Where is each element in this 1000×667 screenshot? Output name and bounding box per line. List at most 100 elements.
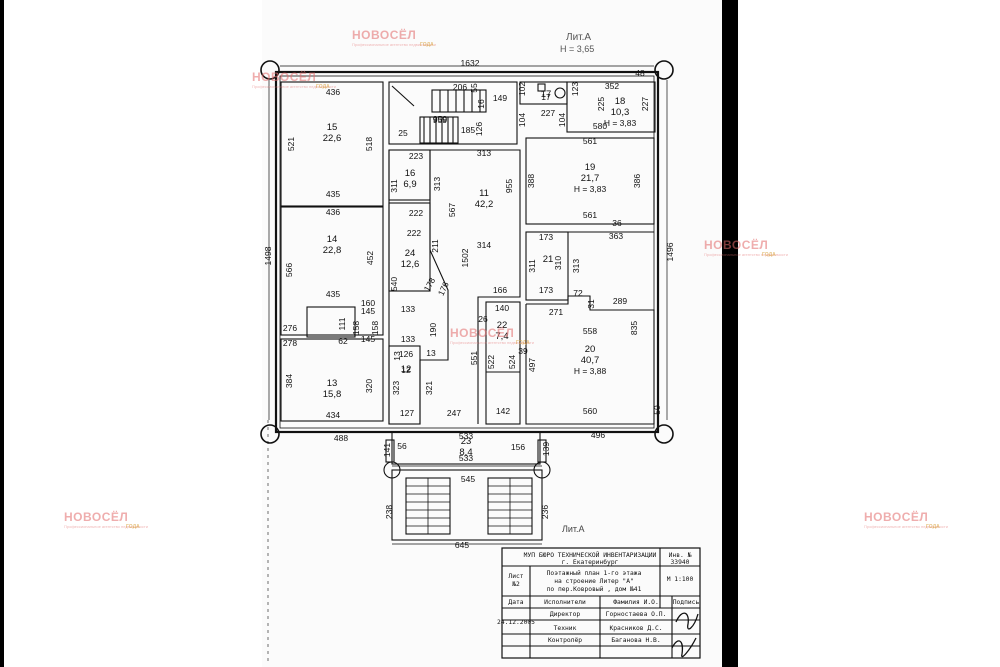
dimension-label: 247 (447, 408, 461, 418)
dimension-label: 48 (635, 68, 645, 78)
room-area: 15,8 (323, 389, 342, 400)
room-number: 19 (585, 162, 596, 173)
dimension-label: 558 (583, 326, 597, 336)
stamp-sheet-value: №2 (512, 581, 520, 588)
stamp-director-name: Горностаева О.П. (606, 611, 667, 618)
dimension-label: 521 (286, 137, 296, 151)
dimension-label: 434 (326, 410, 340, 420)
watermark-tagline: Профессиональное агентство недвижимости (252, 84, 336, 89)
dimension-label: 190 (428, 323, 438, 337)
stamp-control-label: Контролёр (548, 637, 582, 644)
watermark-brand: НОВОСЁЛ (64, 510, 129, 524)
dimension-label: 560 (583, 406, 597, 416)
dimension-label: 158 (370, 321, 380, 335)
dimension-label: 545 (461, 474, 475, 484)
dimension-label: 452 (365, 251, 375, 265)
dimension-label: 158 (351, 321, 361, 335)
dimension-label: 278 (283, 338, 297, 348)
dimension-label: 436 (326, 87, 340, 97)
room-23 (391, 431, 541, 465)
dimension-label: 160 (361, 298, 375, 308)
title-block (501, 547, 701, 659)
dimension-label: 238 (384, 505, 394, 519)
stamp-date-label: Дата (508, 599, 523, 606)
dimension-label: 141 (382, 443, 392, 457)
dimension-label: 566 (284, 263, 294, 277)
room-22 (485, 301, 521, 425)
watermark-badge: ГОДА (926, 524, 940, 530)
dimension-label: 36 (612, 218, 622, 228)
dimension-label: 567 (447, 203, 457, 217)
dimension-label: 227 (640, 97, 650, 111)
header-height: Н = 3,65 (560, 44, 595, 54)
dimension-label: 227 (541, 108, 555, 118)
dimension-label: 561 (583, 136, 597, 146)
room-14 (280, 206, 384, 336)
room-number: 16 (405, 168, 416, 179)
stamp-fio-label: Фамилия И.О. (613, 599, 659, 606)
dimension-label: 185 (461, 125, 475, 135)
dimension-label: 276 (283, 323, 297, 333)
dimension-label: 497 (527, 358, 537, 372)
dimension-label: 139 (541, 442, 551, 456)
room-area: 8,4 (459, 447, 472, 458)
stamp-org: МУП БЮРО ТЕХНИЧЕСКОЙ ИНВЕНТАРИЗАЦИИ (524, 550, 657, 559)
dimension-label: 142 (496, 406, 510, 416)
dimension-label: 313 (477, 148, 491, 158)
room-number: 22 (497, 320, 508, 331)
dimension-label: 580 (593, 121, 607, 131)
dimension-label: 145 (361, 334, 375, 344)
watermark-brand: НОВОСЁЛ (252, 70, 317, 84)
watermark-brand: НОВОСЁЛ (450, 326, 515, 340)
dimension-label: 311 (527, 259, 537, 273)
watermark-badge: ГОДА (762, 252, 776, 258)
room-number: 24 (405, 248, 416, 259)
dimension-label: 156 (511, 442, 525, 452)
dimension-label: 533 (459, 431, 473, 441)
dimension-label: 225 (596, 97, 606, 111)
left-black-margin (0, 0, 4, 667)
room-area: 7,4 (495, 331, 508, 342)
room-number: 20 (585, 344, 596, 355)
watermark-tagline: Профессиональное агентство недвижимости (704, 252, 788, 257)
dimension-label: 223 (409, 151, 423, 161)
dimension-label: 313 (432, 177, 442, 191)
dimension-label: 127 (400, 408, 414, 418)
dimension-label: 310 (553, 256, 563, 270)
stamp-control-name: Баганова Н.В. (611, 637, 660, 644)
dimension-label: 55 (469, 83, 479, 93)
dimension-label: 363 (609, 231, 623, 241)
dimension-label: 176 (436, 280, 451, 297)
room-11-wall (430, 149, 521, 424)
dimension-label: 271 (549, 307, 563, 317)
dimension-label: 533 (459, 453, 473, 463)
dimension-label: 56 (397, 441, 407, 451)
dimension-label: 31 (586, 299, 596, 309)
stamp-scale: М 1:100 (667, 576, 694, 583)
dimension-label: 386 (632, 174, 642, 188)
dimension-label: 311 (389, 179, 399, 193)
dimension-label: 236 (540, 505, 550, 519)
dimension-label: 13 (426, 348, 436, 358)
stamp-inv-value: 33940 (671, 559, 690, 566)
dimension-label: 178 (422, 276, 438, 294)
dimension-label: 26 (478, 314, 488, 324)
dimension-label: 436 (326, 207, 340, 217)
dimension-label: 435 (326, 289, 340, 299)
dimension-label: 166 (493, 285, 507, 295)
stamp-title1: Поэтажный план 1-го этажа (547, 569, 642, 577)
corner-column (654, 60, 674, 80)
room-12 (388, 345, 421, 425)
dimension-label: 62 (338, 336, 348, 346)
watermark-badge: ГОДА (420, 42, 434, 48)
stair-room (388, 81, 518, 145)
footer-liter: Лит.А (562, 524, 585, 534)
room-13 (280, 338, 384, 422)
dimension-label: 126 (474, 122, 484, 136)
stamp-tech-label: Техник (554, 625, 577, 632)
dimension-label: 384 (284, 374, 294, 388)
watermark-tagline: Профессиональное агентство недвижимости (64, 524, 148, 529)
header-liter: Лит.А (566, 32, 592, 43)
room-number: 18 (615, 96, 626, 107)
room-height: Н = 3,83 (574, 184, 607, 194)
